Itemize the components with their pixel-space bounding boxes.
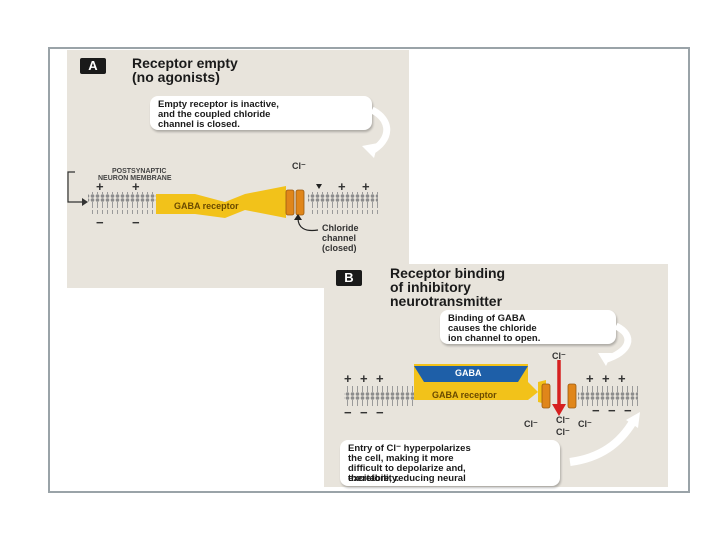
channel-right-gate: [568, 384, 576, 408]
chloride-ion-label: Cl⁻: [556, 428, 570, 437]
bottom-callout-line5: excitability.: [348, 474, 399, 484]
panel-b-receptor-label: GABA receptor: [432, 391, 497, 400]
gaba-molecule-label: GABA: [455, 369, 482, 378]
panel-b-chloride-label: Cl⁻: [552, 352, 566, 361]
chloride-ion-label: Cl⁻: [556, 416, 570, 425]
channel-left-gate: [542, 384, 550, 408]
chloride-ion-label: Cl⁻: [578, 420, 592, 429]
chloride-ion-label: Cl⁻: [524, 420, 538, 429]
